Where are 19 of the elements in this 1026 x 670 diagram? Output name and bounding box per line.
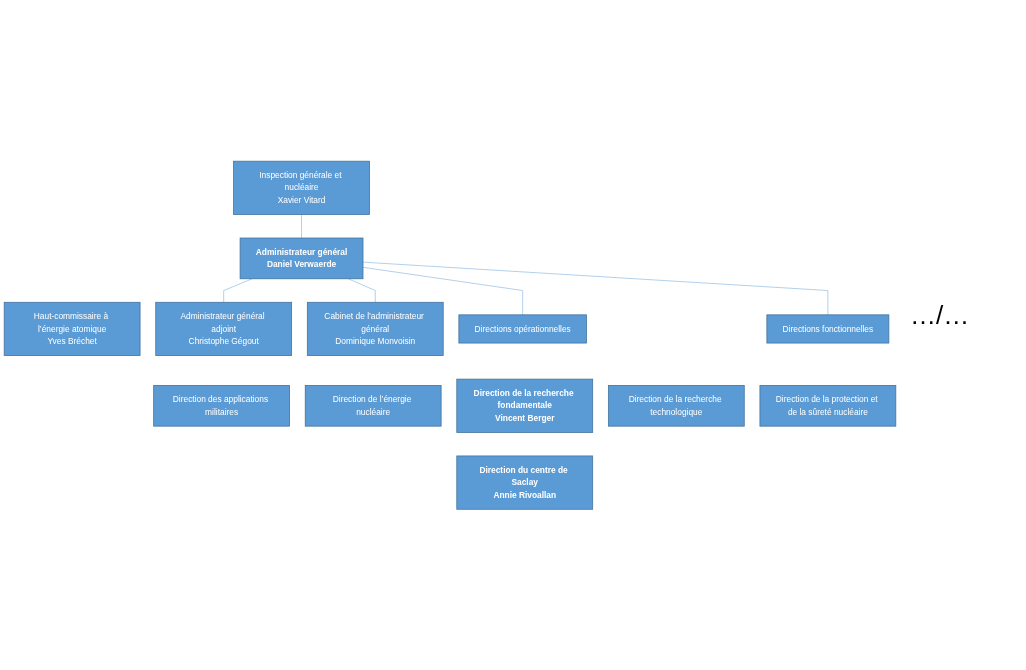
connector [301, 213, 302, 239]
node-box: Inspection générale et nucléaire Xavier Vitard [233, 160, 370, 215]
node-box: Direction de la recherche technologique [608, 384, 745, 427]
node-box: Direction des applications militaires [153, 384, 290, 427]
node-box: Direction du centre de Saclay Annie Rivoallan [456, 455, 594, 510]
connector [362, 266, 524, 315]
continuation-note: …/… [910, 300, 970, 331]
node-box: Direction de la recherche fondamentale Vincent Berger [456, 378, 594, 433]
connector [347, 278, 376, 303]
node-box: Cabinet de l’administrateur général Dominique Monvoisin [306, 301, 444, 356]
node-box: Haut-commissaire à l’énergie atomique Yves Bréchet [3, 301, 141, 356]
node-box: Direction de l’énergie nucléaire [304, 384, 442, 427]
node-box: Direction de la protection et de la sûreté nucléaire [759, 384, 897, 427]
node-box: Administrateur général Daniel Verwaerde [239, 237, 364, 279]
connector [223, 278, 253, 303]
node-box: Directions fonctionnelles [766, 314, 890, 344]
node-box: Directions opérationnelles [458, 314, 587, 344]
connector [362, 261, 829, 315]
node-box: Administrateur général adjoint Christophe Gégout [155, 301, 292, 356]
